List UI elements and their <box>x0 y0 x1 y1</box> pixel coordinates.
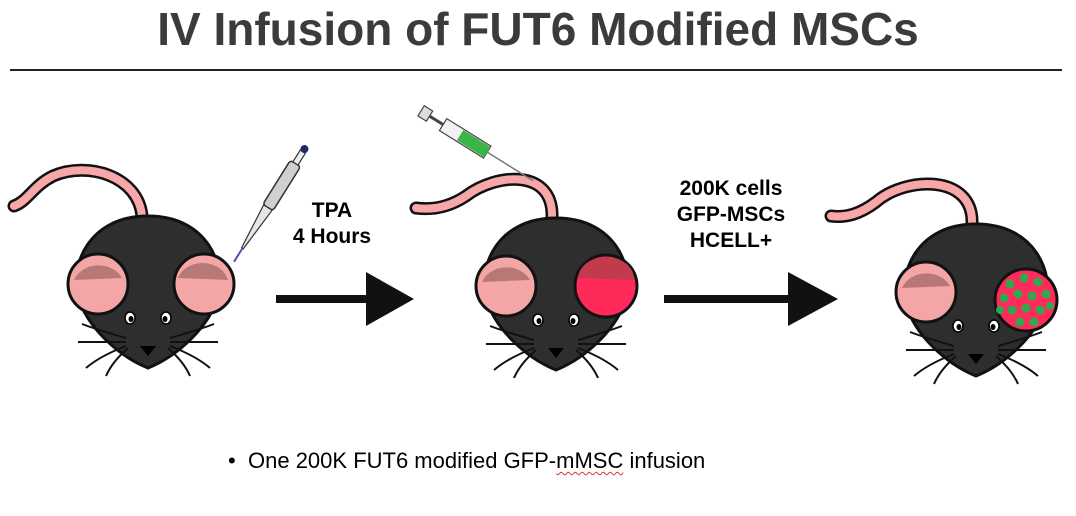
mouse-1-right-ear <box>172 252 236 316</box>
mouse-3 <box>824 177 1059 384</box>
arrow-2 <box>664 272 838 326</box>
syringe-icon <box>417 104 534 182</box>
step-2-line-1: 200K cells <box>679 177 783 200</box>
step-2-line-2: GFP-MSCs <box>676 203 786 226</box>
bullet-dot: • <box>228 448 236 473</box>
mouse-1 <box>7 163 236 376</box>
bullet-text-prefix: One 200K FUT6 modified GFP- <box>248 448 557 473</box>
arrow-1 <box>276 272 414 326</box>
step-2-label: 200K cells GFP-MSCs HCELL+ <box>666 176 796 254</box>
mouse-3-gfp-ear <box>993 267 1059 333</box>
pipette-icon <box>233 145 309 263</box>
title-divider <box>10 69 1062 71</box>
step-2-line-3: HCELL+ <box>689 229 773 252</box>
step-1-line-2: 4 Hours <box>292 225 372 248</box>
page-title: IV Infusion of FUT6 Modified MSCs <box>157 3 919 55</box>
mouse-2 <box>409 172 639 378</box>
bullet-text-underlined: mMSC <box>556 448 624 473</box>
step-1-label: TPA 4 Hours <box>282 198 382 250</box>
bullet-item: • One 200K FUT6 modified GFP-mMSC infusio… <box>228 448 705 474</box>
mouse-2-inflamed-ear <box>573 253 639 319</box>
bullet-text-suffix: infusion <box>623 448 706 473</box>
step-1-line-1: TPA <box>311 199 353 222</box>
